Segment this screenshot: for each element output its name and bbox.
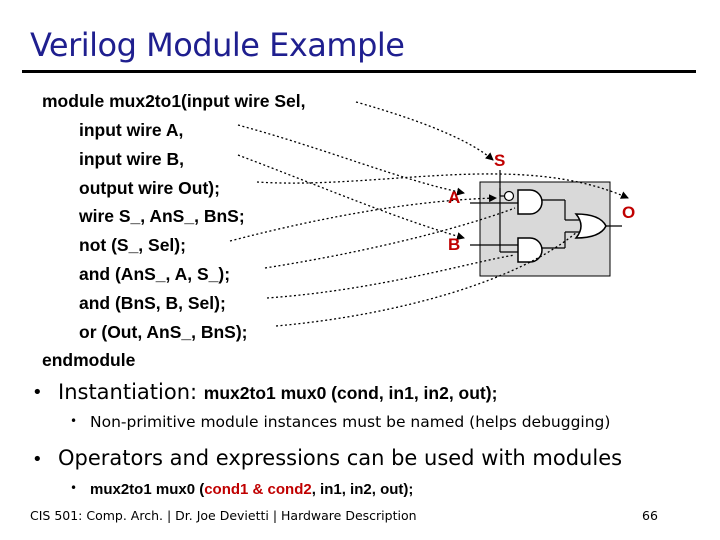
and-gate-b <box>517 237 543 263</box>
bullet-code: mux2to1 mux0 (cond, in1, in2, out); <box>203 383 498 403</box>
and-gate-a <box>517 189 543 215</box>
footer-text: CIS 501: Comp. Arch. | Dr. Joe Devietti … <box>30 508 417 523</box>
bullet-marker: • <box>32 382 43 403</box>
dotted-arrows <box>229 101 629 327</box>
code-suffix: , in1, in2, out); <box>311 481 414 498</box>
not-gate-bubble <box>503 190 515 202</box>
page-number: 66 <box>642 508 658 523</box>
code-prefix: mux2to1 mux0 ( <box>90 481 205 498</box>
code-line: endmodule <box>42 350 136 370</box>
code-line: input wire A, <box>79 120 184 140</box>
code-line: input wire B, <box>79 149 184 169</box>
bullet-instantiation: Instantiation: mux2to1 mux0 (cond, in1, … <box>58 380 497 404</box>
signal-label-s: S <box>494 151 505 170</box>
code-line: output wire Out); <box>79 178 220 198</box>
signal-label-a: A <box>448 188 460 207</box>
code-line: and (BnS, B, Sel); <box>79 293 226 313</box>
bullet-operators: Operators and expressions can be used wi… <box>58 446 623 470</box>
code-line: wire S_, AnS_, BnS; <box>79 206 245 226</box>
title-rule <box>22 70 696 73</box>
code-line: not (S_, Sel); <box>79 235 186 255</box>
or-gate <box>574 213 607 239</box>
bullet-text: Instantiation: <box>58 380 204 404</box>
code-line: or (Out, AnS_, BnS); <box>79 322 248 342</box>
signal-label-o: O <box>622 203 635 222</box>
circuit-wires <box>470 170 622 253</box>
sub-bullet-marker: • <box>70 414 78 428</box>
slide-title: Verilog Module Example <box>30 26 405 64</box>
sub-bullet-named: Non-primitive module instances must be n… <box>90 413 611 431</box>
code-line: and (AnS_, A, S_); <box>79 264 231 284</box>
bullet-marker: • <box>32 449 43 470</box>
code-highlight: cond1 & cond2 <box>204 481 312 498</box>
code-line: module mux2to1(input wire Sel, <box>42 91 306 111</box>
signal-label-b: B <box>448 235 460 254</box>
sub-bullet-marker: • <box>70 481 78 495</box>
sub-bullet-expression: mux2to1 mux0 (cond1 & cond2, in1, in2, o… <box>90 480 413 498</box>
